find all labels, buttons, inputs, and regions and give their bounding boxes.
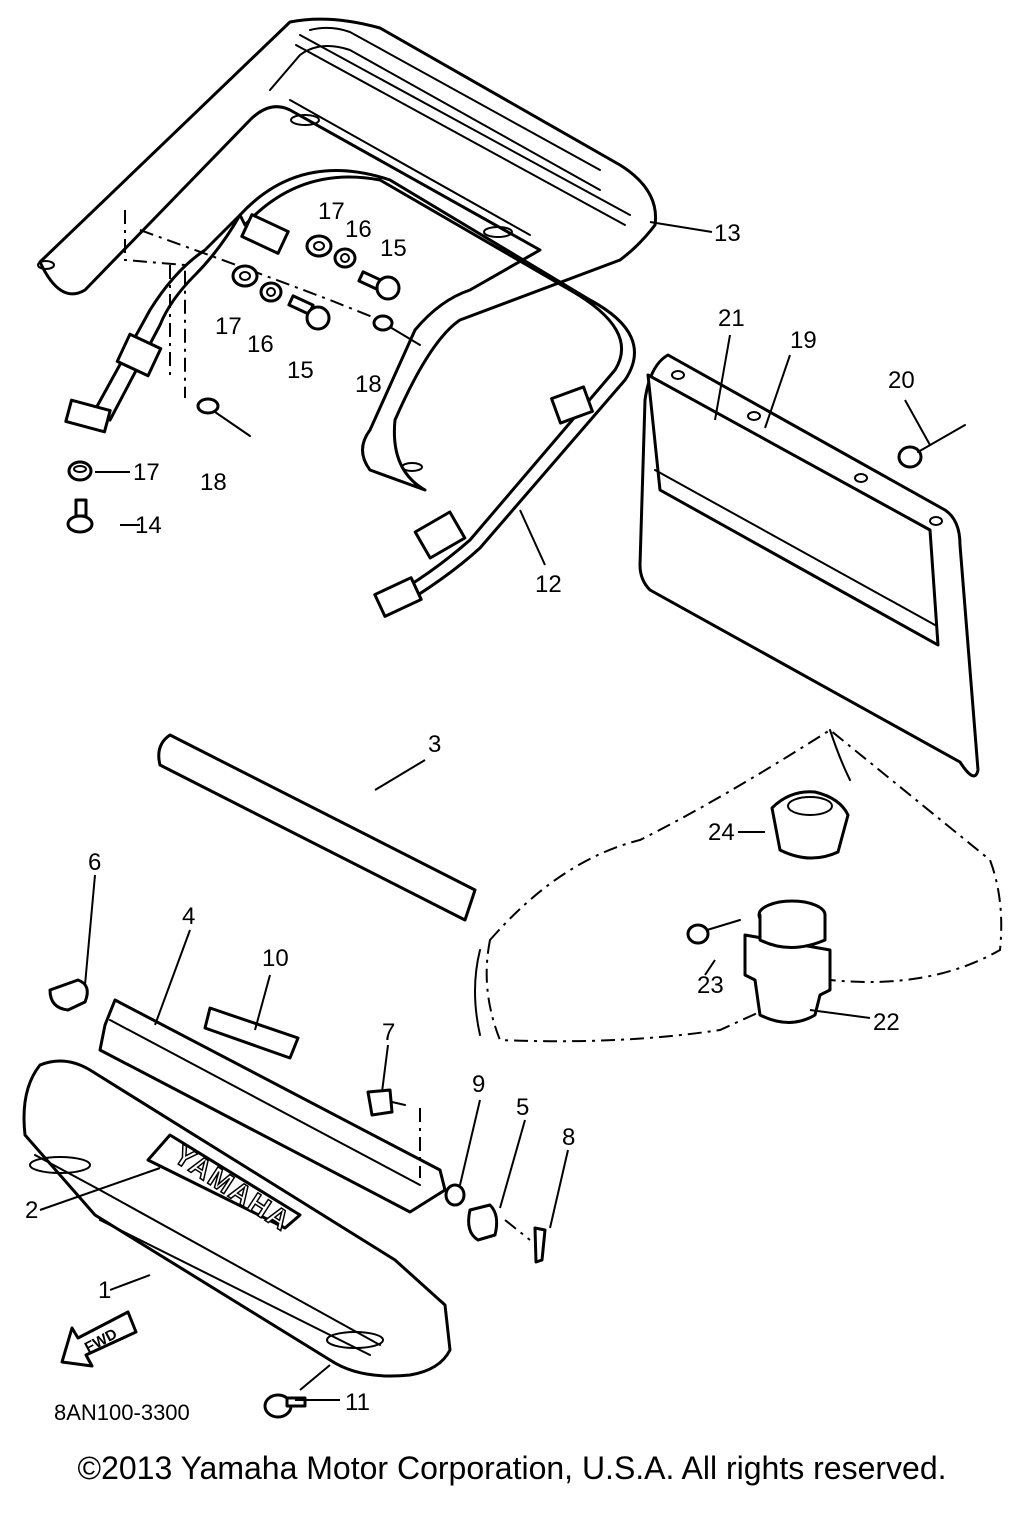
- part-20-pin: [897, 424, 966, 469]
- forward-arrow-icon: FWD: [60, 1310, 138, 1368]
- callout-1: 1: [98, 1277, 111, 1304]
- callout-23: 23: [697, 972, 724, 999]
- part-5-clip: [467, 1203, 499, 1242]
- callout-18a: 18: [355, 371, 382, 398]
- part-18-rivet-a: [372, 314, 421, 346]
- alignment-line-center: [139, 229, 381, 321]
- part-11-screw: [263, 1393, 307, 1419]
- part-12-handle-pole: [64, 169, 636, 618]
- part-16-lock-washer-b: [259, 281, 283, 303]
- reference-code: 8AN100-3300: [54, 1400, 190, 1425]
- part-10-plate: [203, 1006, 300, 1060]
- callout-8: 8: [562, 1124, 575, 1151]
- callout-9: 9: [472, 1071, 485, 1098]
- part-7-knob: [366, 1088, 406, 1117]
- callout-21: 21: [718, 305, 745, 332]
- callout-24: 24: [708, 819, 735, 846]
- callout-6: 6: [88, 849, 101, 876]
- part-3-strip: [157, 733, 477, 922]
- leader-lines: [39, 221, 931, 1401]
- hull-outline: [485, 728, 1003, 1043]
- callout-11: 11: [345, 1389, 370, 1416]
- callout-14: 14: [135, 512, 162, 539]
- callout-22: 22: [873, 1009, 900, 1036]
- callout-15a: 15: [380, 235, 407, 262]
- callout-19: 19: [790, 327, 817, 354]
- callout-2: 2: [25, 1197, 38, 1224]
- copyright-notice: ©2013 Yamaha Motor Corporation, U.S.A. A…: [77, 1450, 947, 1486]
- callout-4: 4: [182, 903, 195, 930]
- callout-18b: 18: [200, 469, 227, 496]
- part-16-lock-washer-a: [333, 247, 357, 269]
- part-6-bracket: [48, 978, 89, 1012]
- callouts: 13 21 19 20 17 16 15 17 16 15 18 18 17 1…: [25, 198, 915, 1416]
- callout-5: 5: [516, 1094, 529, 1121]
- callout-7: 7: [382, 1019, 395, 1046]
- part-17-washer-a: [305, 234, 333, 258]
- alignment-line-lower: [419, 1108, 531, 1241]
- part-14-screw: [66, 498, 94, 534]
- part-17-washer-c: [67, 460, 93, 482]
- part-9-washer: [444, 1183, 466, 1207]
- callout-12: 12: [535, 571, 562, 598]
- part-22-fitting: [743, 899, 832, 1024]
- part-13-cover: [37, 17, 658, 492]
- part-15-bolt-a: [357, 270, 401, 301]
- part-24-grommet: [770, 790, 850, 860]
- callout-16b: 16: [247, 331, 274, 358]
- callout-20: 20: [888, 367, 915, 394]
- callout-17a: 17: [318, 198, 345, 225]
- part-4-rail: [98, 998, 447, 1214]
- callout-13: 13: [714, 220, 741, 247]
- callout-3: 3: [428, 731, 441, 758]
- part-18-rivet-b: [196, 397, 251, 437]
- part-8-pin: [533, 1226, 547, 1264]
- callout-17c: 17: [133, 459, 160, 486]
- part-19-panel: [638, 353, 980, 778]
- callout-17b: 17: [215, 313, 242, 340]
- callout-16a: 16: [345, 216, 372, 243]
- part-15-bolt-b: [287, 294, 331, 331]
- callout-10: 10: [262, 945, 289, 972]
- alignment-line-left: [124, 210, 186, 398]
- callout-15b: 15: [287, 357, 314, 384]
- part-23-screw: [686, 919, 741, 945]
- part-17-washer-b: [231, 264, 259, 288]
